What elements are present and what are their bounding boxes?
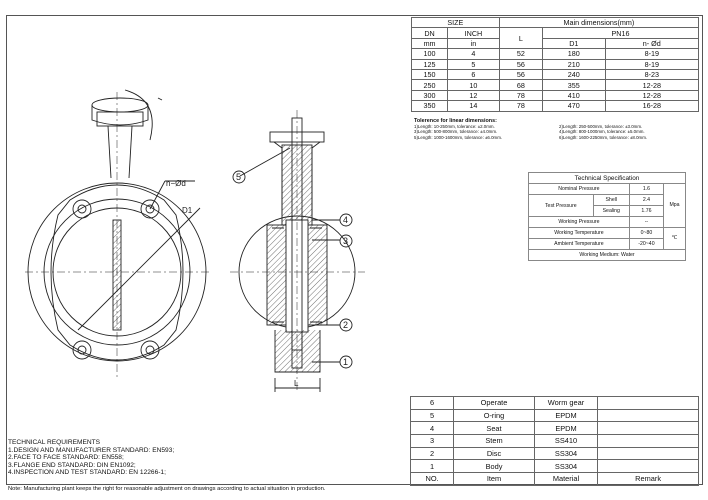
d1-label: D1 <box>182 206 193 215</box>
tolerance-line: 1)Length: 10-250mm, tolerance: ±2.0mm. <box>414 124 495 130</box>
front-view: n−Ød D1 <box>25 89 210 380</box>
mpa-unit: Mpa <box>663 183 686 228</box>
table-cell: 5 <box>409 408 455 423</box>
callout-3: 3 <box>343 236 348 246</box>
tech-spec-table: Technical Specification Nominal Pressure… <box>528 172 686 261</box>
tolerance-line: 3)Length: 500-800mm, tolerance: ±4.0mm. <box>414 129 498 135</box>
working-medium: Working Medium: Water <box>528 249 686 261</box>
requirement-line: 4.INSPECTION AND TEST STANDARD: EN 12266… <box>8 469 166 477</box>
tolerance-line: 4)Length: 800-1000mm, tolerance: ±5.0mm. <box>559 129 645 135</box>
tolerance-notes: Tolerence for linear dimensions: 1)Lengt… <box>414 118 704 140</box>
tolerance-line: 2)Length: 250-500mm, tolerance: ±3.0mm. <box>559 124 643 130</box>
dimensions-table: SIZE Main dimensions(mm) DN INCH L PN16 … <box>410 16 700 112</box>
requirement-line: 1.DESIGN AND MANUFACTURER STANDARD: EN59… <box>8 446 175 454</box>
callout-1: 1 <box>343 357 348 367</box>
nd-label: n−Ød <box>166 179 186 188</box>
requirement-line: 2.FACE TO FACE STANDARD: EN558; <box>8 454 124 462</box>
header-cell: Material <box>533 472 599 486</box>
footnote: Note: Manufacturing plant keeps the righ… <box>8 486 326 492</box>
callout-2: 2 <box>343 320 348 330</box>
side-view: L <box>230 110 365 392</box>
table-cell: 16-28 <box>604 100 700 112</box>
tolerance-line: 6)Length: 1600-2250mm, tolerance: ±8.0mm… <box>559 134 648 140</box>
requirements-title: TECHNICAL REQUIREMENTS <box>8 439 101 446</box>
technical-requirements: TECHNICAL REQUIREMENTS 1.DESIGN AND MANU… <box>8 439 174 477</box>
l-label: L <box>294 379 299 388</box>
callout-5: 5 <box>236 172 241 182</box>
callouts: 5 4 3 2 1 <box>232 170 353 369</box>
header-cell: NO. <box>409 472 455 486</box>
drawing-frame <box>6 15 703 485</box>
table-cell: 78 <box>498 100 544 112</box>
header-cell: Remark <box>597 472 699 486</box>
table-cell: 350 <box>410 100 449 112</box>
tolerance-title: Tolerence for linear dimensions: <box>414 118 497 124</box>
tolerance-line: 5)Length: 1000-1600mm, tolerance: ±6.0mm… <box>414 134 503 140</box>
requirement-line: 3.FLANGE END STANDARD: DIN EN1092; <box>8 461 136 469</box>
nominal-pressure-value: 1.6 <box>628 183 665 195</box>
callout-4: 4 <box>343 215 348 225</box>
